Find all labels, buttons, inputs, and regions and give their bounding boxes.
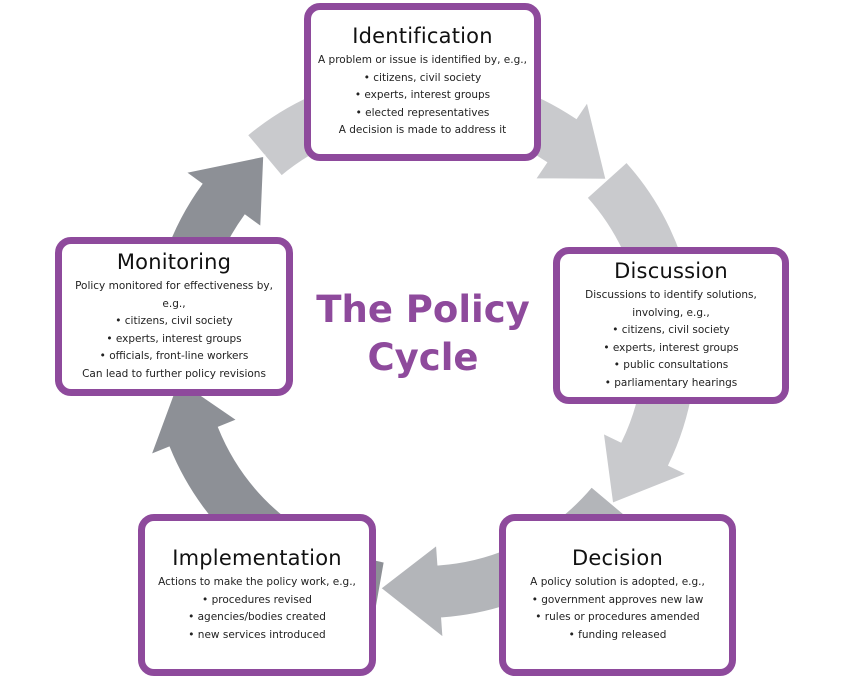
stage-heading: Identification [352, 24, 493, 49]
stage-line: • procedures revised [202, 593, 312, 606]
stage-line: • government approves new law [531, 593, 704, 606]
stage-line: • public consultations [613, 359, 729, 371]
stage-heading: Discussion [614, 259, 728, 283]
stage-line: • new services introduced [188, 628, 326, 641]
diagram-title: The Policy Cycle [308, 286, 538, 382]
stage-line: A problem or issue is identified by, e.g… [318, 54, 527, 67]
stage-line: Can lead to further policy revisions [82, 367, 266, 380]
stage-line: • citizens, civil society [115, 315, 233, 327]
stage-implementation: Implementation Actions to make the polic… [138, 514, 376, 676]
stage-line: • parliamentary hearings [604, 376, 738, 389]
stage-decision: Decision A policy solution is adopted, e… [499, 514, 736, 676]
stage-line: Actions to make the policy work, e.g., [158, 576, 356, 588]
stage-line: Discussions to identify solutions, [585, 289, 757, 301]
stage-line: • elected representatives [355, 106, 490, 119]
stage-identification: Identification A problem or issue is ide… [304, 3, 541, 161]
stage-line: • citizens, civil society [363, 71, 482, 84]
title-line-2: Cycle [367, 336, 479, 379]
stage-line: • experts, interest groups [354, 89, 491, 102]
stage-line: • experts, interest groups [603, 341, 739, 354]
stage-heading: Decision [571, 546, 663, 570]
stage-line: involving, e.g., [632, 306, 710, 319]
stage-monitoring: Monitoring Policy monitored for effectiv… [55, 237, 293, 396]
stage-heading: Monitoring [116, 250, 232, 274]
stage-line: Policy monitored for effectiveness by, e… [75, 280, 273, 310]
stage-heading: Implementation [172, 546, 342, 570]
stage-line: • rules or procedures amended [535, 611, 700, 623]
title-line-1: The Policy [316, 288, 530, 331]
stage-line: • experts, interest groups [106, 332, 242, 345]
stage-line: A policy solution is adopted, e.g., [530, 576, 705, 588]
stage-line: A decision is made to address it [338, 124, 507, 137]
stage-discussion: Discussion Discussions to identify solut… [553, 247, 789, 404]
stage-line: • agencies/bodies created [188, 611, 326, 623]
stage-line: • funding released [568, 628, 667, 641]
stage-line: • citizens, civil society [612, 324, 730, 336]
stage-line: • officials, front-line workers [99, 350, 249, 362]
